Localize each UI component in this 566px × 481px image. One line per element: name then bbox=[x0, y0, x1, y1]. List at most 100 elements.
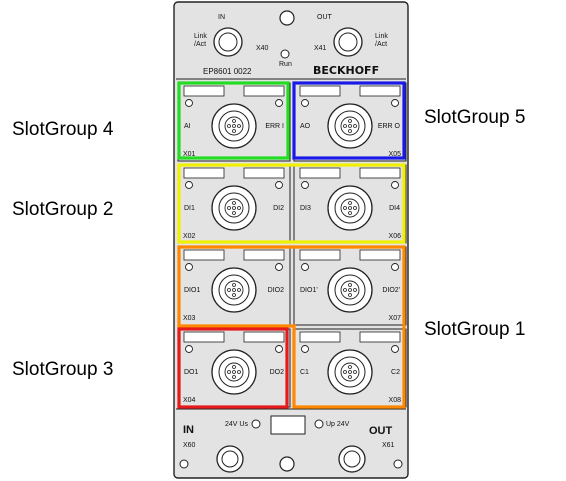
slot-group-1-label: SlotGroup 1 bbox=[424, 319, 526, 340]
power-out-port-icon bbox=[338, 445, 366, 473]
m12-connector-icon bbox=[327, 185, 373, 231]
top-in-label: IN bbox=[218, 14, 225, 21]
slot-right-label: ERR O bbox=[378, 123, 401, 130]
slot-id-label: X05 bbox=[389, 151, 402, 158]
m12-connector-icon bbox=[327, 349, 373, 395]
label-tab bbox=[299, 85, 341, 97]
m12-connector-icon bbox=[211, 103, 257, 149]
bottom-in-label: IN bbox=[183, 424, 194, 436]
us-led-icon bbox=[251, 419, 261, 429]
slot-id-label: X06 bbox=[389, 233, 402, 240]
label-tab bbox=[299, 249, 341, 261]
slot-right-label: DIO2 bbox=[268, 287, 284, 294]
slot-right-label: C2 bbox=[391, 369, 400, 376]
label-tab bbox=[183, 249, 225, 261]
slot-left-label: DIO1' bbox=[300, 287, 318, 294]
slot-group-2-outline bbox=[177, 163, 406, 244]
us-label: 24V Us bbox=[225, 421, 248, 428]
label-tab bbox=[183, 85, 225, 97]
top-out-label: OUT bbox=[317, 14, 333, 21]
slot-left-label: DIO1 bbox=[184, 287, 200, 294]
label-tab bbox=[243, 167, 285, 179]
status-led-icon bbox=[275, 181, 283, 189]
up-label: Up 24V bbox=[326, 421, 350, 428]
label-tab bbox=[243, 249, 285, 261]
x61-label: X61 bbox=[382, 442, 395, 449]
label-tab bbox=[243, 331, 285, 343]
brand-label: BECKHOFF bbox=[313, 64, 379, 77]
m12-connector-icon bbox=[211, 185, 257, 231]
label-tab bbox=[243, 85, 285, 97]
run-led-icon bbox=[280, 49, 290, 59]
model-label: EP8601 0022 bbox=[203, 67, 252, 76]
status-led-icon bbox=[185, 181, 193, 189]
link-act-right-1: Link bbox=[375, 33, 388, 40]
label-tab bbox=[183, 331, 225, 343]
slot-id-label: X08 bbox=[389, 397, 402, 404]
m12-connector-icon bbox=[327, 103, 373, 149]
slot-right-label: ERR I bbox=[265, 123, 284, 130]
status-led-icon bbox=[275, 263, 283, 271]
slot-left-label: DI1 bbox=[184, 205, 195, 212]
status-led-icon bbox=[185, 263, 193, 271]
label-tab bbox=[183, 167, 225, 179]
slot-x05: AO ERR O X05 bbox=[293, 82, 407, 162]
up-led-icon bbox=[314, 419, 324, 429]
x60-label: X60 bbox=[183, 442, 196, 449]
slot-group-3-label: SlotGroup 3 bbox=[12, 359, 114, 380]
slot-id-label: X02 bbox=[183, 233, 196, 240]
slot-id-label: X04 bbox=[183, 397, 196, 404]
x41-label: X41 bbox=[314, 45, 327, 52]
status-led-icon bbox=[391, 99, 399, 107]
m12-connector-icon bbox=[211, 267, 257, 313]
slot-right-label: DI4 bbox=[389, 205, 400, 212]
link-act-right-2: /Act bbox=[375, 41, 387, 48]
slot-id-label: X03 bbox=[183, 315, 196, 322]
slot-group-3-outline bbox=[177, 327, 289, 409]
slot-group-5-outline bbox=[292, 81, 406, 160]
status-led-icon bbox=[185, 345, 193, 353]
label-tab bbox=[299, 167, 341, 179]
status-led-icon bbox=[185, 99, 193, 107]
power-in-port-icon bbox=[216, 445, 244, 473]
label-plate bbox=[270, 415, 306, 435]
status-led-icon bbox=[275, 345, 283, 353]
ethernet-out-port-icon bbox=[333, 27, 363, 57]
label-tab bbox=[359, 85, 401, 97]
m12-connector-icon bbox=[327, 267, 373, 313]
slot-left-label: AO bbox=[300, 123, 311, 130]
status-led-icon bbox=[275, 99, 283, 107]
run-label: Run bbox=[279, 61, 292, 68]
slot-right-label: DO2 bbox=[270, 369, 285, 376]
status-led-icon bbox=[301, 99, 309, 107]
slot-group-1-outline bbox=[177, 245, 406, 409]
slot-left-label: C1 bbox=[300, 369, 309, 376]
mounting-hole-icon bbox=[279, 10, 295, 26]
mounting-hole-icon bbox=[279, 456, 295, 472]
x40-label: X40 bbox=[256, 45, 269, 52]
link-act-left-2: /Act bbox=[194, 41, 206, 48]
slot-group-4-outline bbox=[177, 81, 290, 160]
label-tab bbox=[359, 331, 401, 343]
label-tab bbox=[299, 331, 341, 343]
slot-x07: DIO1' DIO2' X07 bbox=[293, 246, 407, 326]
m12-connector-icon bbox=[211, 349, 257, 395]
slot-right-label: DIO2' bbox=[382, 287, 400, 294]
status-led-icon bbox=[391, 345, 399, 353]
slot-left-label: DI3 bbox=[300, 205, 311, 212]
status-led-icon bbox=[301, 345, 309, 353]
link-act-left-1: Link bbox=[194, 33, 207, 40]
status-led-icon bbox=[391, 263, 399, 271]
slot-group-5-label: SlotGroup 5 bbox=[424, 107, 526, 128]
slot-left-label: DO1 bbox=[184, 369, 199, 376]
label-tab bbox=[359, 249, 401, 261]
slot-group-2-label: SlotGroup 2 bbox=[12, 199, 114, 220]
label-tab bbox=[359, 167, 401, 179]
slot-id-label: X07 bbox=[389, 315, 402, 322]
